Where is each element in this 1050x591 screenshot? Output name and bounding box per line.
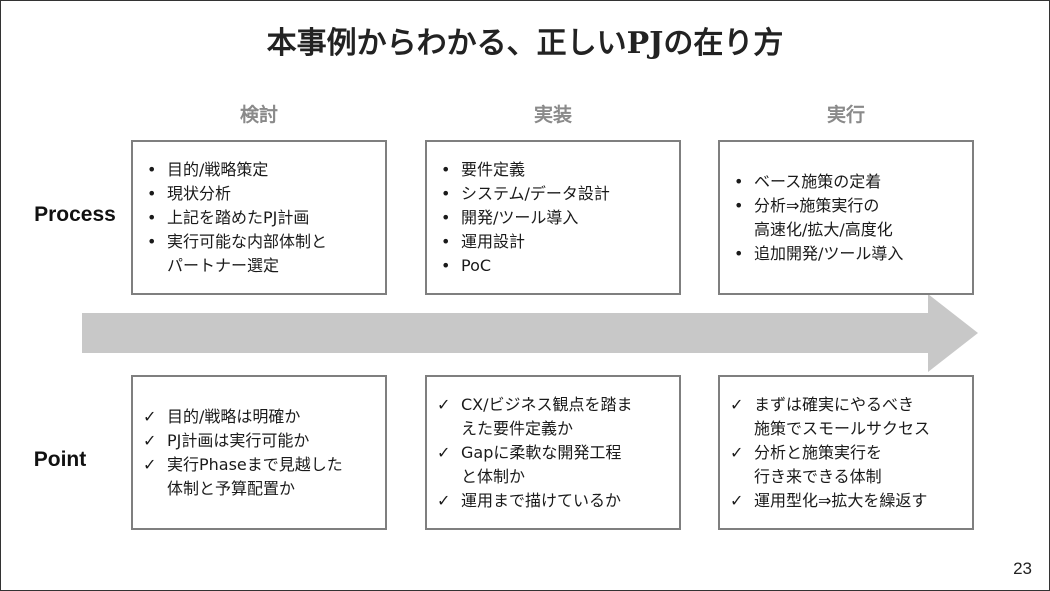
- process-box-implementation: •要件定義 •システム/データ設計 •開発/ツール導入 •運用設計 •PoC: [425, 140, 681, 295]
- list-item: •運用設計: [441, 231, 526, 251]
- list-item: •システム/データ設計: [441, 183, 610, 203]
- point-implementation-list: ✓CX/ビジネス観点を踏ま えた要件定義か ✓Gapに柔軟な開発工程 と体制か …: [437, 393, 671, 513]
- check-item: ✓CX/ビジネス観点を踏ま えた要件定義か: [437, 394, 633, 438]
- slide-title: 本事例からわかる、正しいPJの在り方: [266, 26, 784, 61]
- check-item: ✓Gapに柔軟な開発工程 と体制か: [437, 442, 622, 486]
- check-icon: ✓: [143, 454, 157, 474]
- process-box-execution: •ベース施策の定着 •分析⇒施策実行の 高速化/拡大/高度化 •追加開発/ツール…: [718, 140, 974, 295]
- point-review-list: ✓目的/戦略は明確か ✓PJ計画は実行可能か ✓実行Phaseまで見越した 体制…: [143, 405, 377, 501]
- list-item: •現状分析: [147, 183, 232, 203]
- point-box-implementation: ✓CX/ビジネス観点を踏ま えた要件定義か ✓Gapに柔軟な開発工程 と体制か …: [425, 375, 681, 530]
- page-number: 23: [1013, 559, 1032, 578]
- column-head-execution: 実行: [826, 104, 865, 126]
- point-box-execution: ✓まずは確実にやるべき 施策でスモールサクセス ✓分析と施策実行を 行き来できる…: [718, 375, 974, 530]
- column-head-review: 検討: [239, 104, 278, 126]
- check-icon: ✓: [730, 394, 744, 414]
- list-item: •追加開発/ツール導入: [734, 243, 904, 263]
- list-item: •上記を踏めたPJ計画: [147, 207, 310, 227]
- process-execution-list: •ベース施策の定着 •分析⇒施策実行の 高速化/拡大/高度化 •追加開発/ツール…: [730, 170, 964, 266]
- point-box-review: ✓目的/戦略は明確か ✓PJ計画は実行可能か ✓実行Phaseまで見越した 体制…: [131, 375, 387, 530]
- check-icon: ✓: [437, 490, 451, 510]
- check-item: ✓まずは確実にやるべき 施策でスモールサクセス: [730, 394, 931, 438]
- list-item: •ベース施策の定着: [734, 171, 882, 191]
- check-item: ✓PJ計画は実行可能か: [143, 429, 377, 453]
- point-execution-list: ✓まずは確実にやるべき 施策でスモールサクセス ✓分析と施策実行を 行き来できる…: [730, 393, 964, 513]
- process-implementation-list: •要件定義 •システム/データ設計 •開発/ツール導入 •運用設計 •PoC: [437, 158, 671, 278]
- check-icon: ✓: [437, 442, 451, 462]
- row-label-point: Point: [33, 448, 87, 471]
- arrow-shape: [82, 294, 978, 372]
- list-item: •PoC: [441, 255, 492, 275]
- check-icon: ✓: [437, 394, 451, 414]
- row-label-process: Process: [34, 203, 116, 226]
- list-item: •分析⇒施策実行の 高速化/拡大/高度化: [734, 195, 893, 239]
- check-icon: ✓: [730, 490, 744, 510]
- process-flow-arrow: [82, 294, 978, 372]
- list-item: •開発/ツール導入: [441, 207, 579, 227]
- process-box-review: •目的/戦略策定 •現状分析 •上記を踏めたPJ計画 •実行可能な内部体制と パ…: [131, 140, 387, 295]
- check-item: ✓運用型化⇒拡大を繰返す: [730, 489, 964, 513]
- check-item: ✓運用まで描けているか: [437, 489, 671, 513]
- check-icon: ✓: [143, 430, 157, 450]
- check-item: ✓実行Phaseまで見越した 体制と予算配置か: [143, 454, 343, 498]
- process-review-list: •目的/戦略策定 •現状分析 •上記を踏めたPJ計画 •実行可能な内部体制と パ…: [143, 158, 377, 278]
- list-item: •目的/戦略策定: [147, 159, 269, 179]
- list-item: •実行可能な内部体制と パートナー選定: [147, 231, 328, 275]
- check-icon: ✓: [143, 406, 157, 426]
- check-item: ✓目的/戦略は明確か: [143, 405, 377, 429]
- column-head-implementation: 実装: [533, 104, 572, 126]
- list-item: •要件定義: [441, 159, 526, 179]
- check-icon: ✓: [730, 442, 744, 462]
- check-item: ✓分析と施策実行を 行き来できる体制: [730, 442, 883, 486]
